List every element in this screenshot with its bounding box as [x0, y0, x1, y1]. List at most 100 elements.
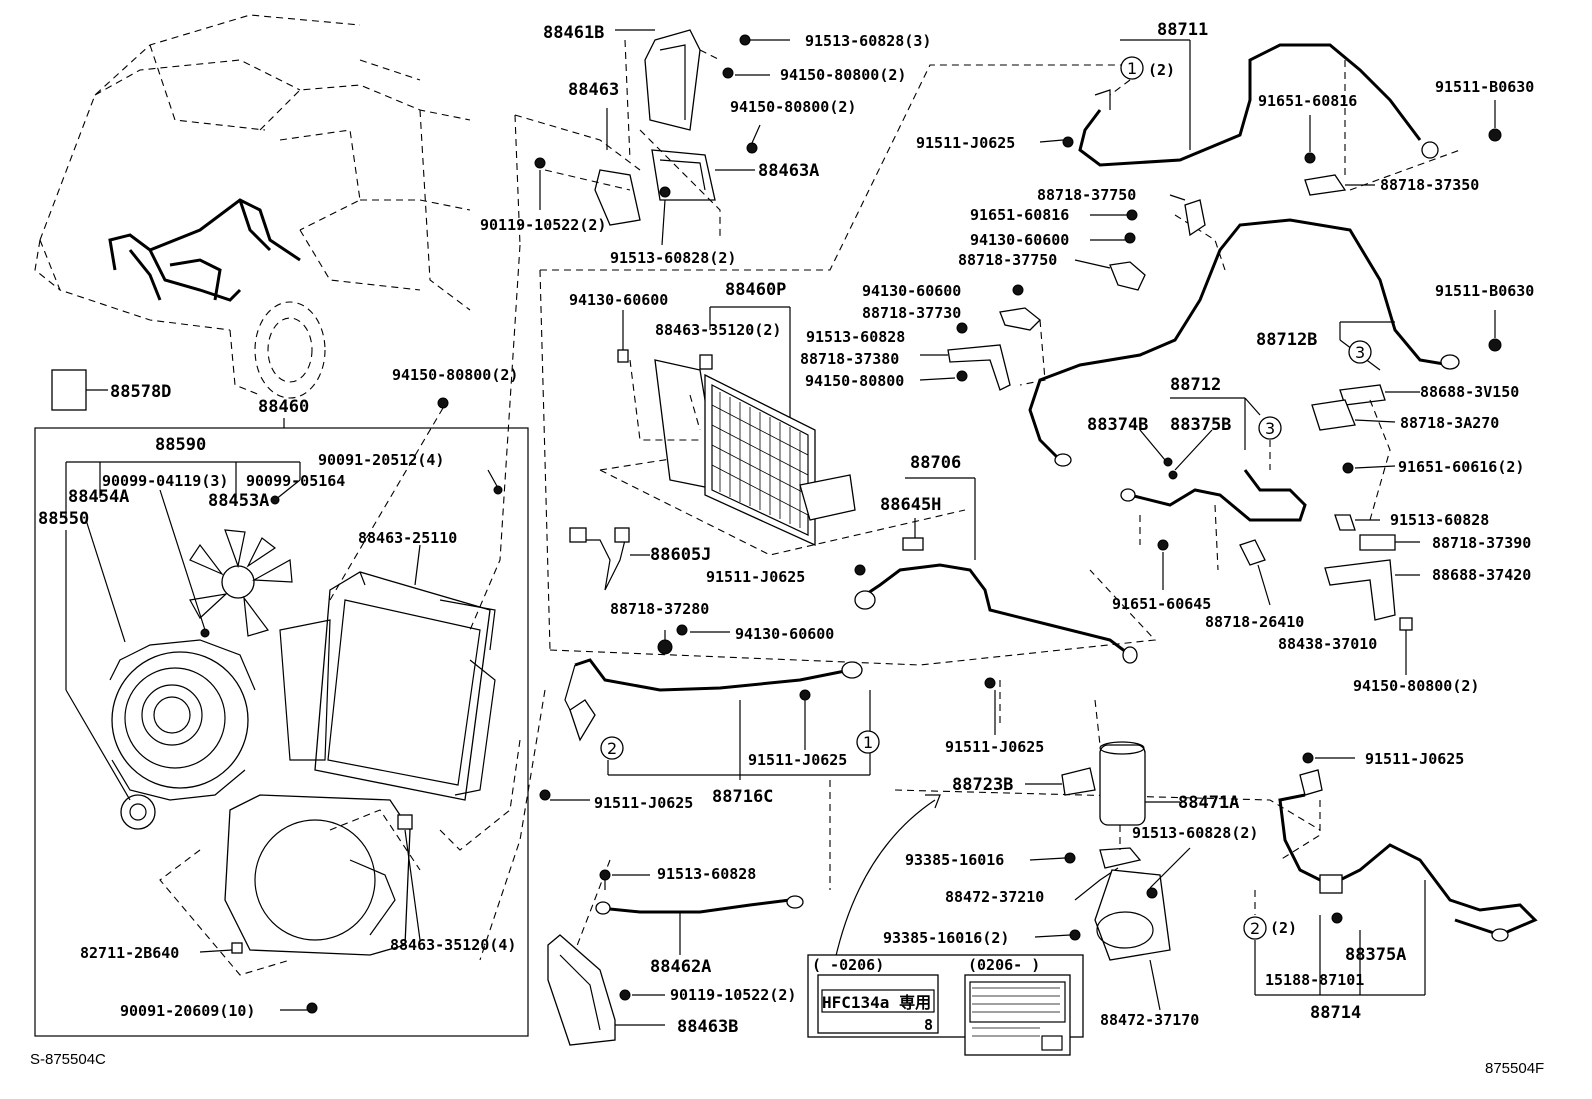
label-91511-J0625-c: 91511-J0625 [748, 751, 847, 769]
label-circle1-qty: (2) [1148, 61, 1175, 79]
label-88590: 88590 [155, 435, 206, 455]
label-94150-80800-a: 94150-80800 [805, 372, 904, 390]
label-91513-60828-c: 91513-60828 [657, 865, 756, 883]
label-91511-J0625-f: 91511-J0625 [1365, 750, 1464, 768]
top-brackets [514, 29, 790, 246]
label-88460: 88460 [258, 397, 309, 417]
fan-blade [189, 529, 293, 637]
clamp-cluster [919, 194, 1206, 391]
label-88718-37730: 88718-37730 [862, 304, 961, 322]
ref-circle-1-top: 1 [1127, 59, 1137, 78]
pipe-88716C [539, 624, 871, 801]
plate-left-range: ( -0206) [812, 956, 884, 974]
label-88578D: 88578D [110, 382, 171, 402]
ref-circle-3-upper: 3 [1355, 343, 1365, 362]
label-88461B: 88461B [543, 23, 604, 43]
receiver-dryer [834, 677, 1191, 1011]
label-94130-60600-a: 94130-60600 [970, 231, 1069, 249]
label-93385-16016-2: 93385-16016(2) [883, 929, 1009, 947]
label-91651-60816-b: 91651-60816 [970, 206, 1069, 224]
label-88463: 88463 [568, 80, 619, 100]
label-91513-60828-3: 91513-60828(3) [805, 32, 931, 50]
footer-right-code: 875504F [1485, 1060, 1544, 1077]
label-88718-3A270: 88718-3A270 [1400, 414, 1499, 432]
vehicle-sketch [34, 14, 471, 399]
label-90099-05164: 90099-05164 [246, 472, 345, 490]
label-90099-04119-3: 90099-04119(3) [102, 472, 228, 490]
label-94150-80800-2-d: 94150-80800(2) [392, 366, 518, 384]
label-91511-J0625-d: 91511-J0625 [594, 794, 693, 812]
fan-motor-shroud [109, 639, 256, 830]
label-94150-80800-2-c: 94150-80800(2) [1353, 677, 1479, 695]
fan-shroud [224, 794, 413, 956]
label-91651-60645: 91651-60645 [1112, 595, 1211, 613]
ref-circle-1-lower: 1 [863, 733, 873, 752]
label-88463A: 88463A [758, 161, 819, 181]
label-91511-J0625-b: 91511-J0625 [706, 568, 805, 586]
pipe-88711 [1039, 39, 1502, 196]
label-94130-60600-d: 94130-60600 [735, 625, 834, 643]
plate-right-range: (0206- ) [968, 956, 1040, 974]
label-88712B: 88712B [1256, 330, 1317, 350]
plate-left-number: 8 [924, 1016, 933, 1034]
label-88460P: 88460P [725, 280, 786, 300]
label-88645H: 88645H [880, 495, 941, 515]
label-88375B: 88375B [1170, 415, 1231, 435]
label-88550: 88550 [38, 509, 89, 529]
label-15188-87101: 15188-87101 [1265, 971, 1364, 989]
label-88718-37280: 88718-37280 [610, 600, 709, 618]
label-88463-25110: 88463-25110 [358, 529, 457, 547]
label-88712: 88712 [1170, 375, 1221, 395]
label-91651-60816-a: 91651-60816 [1258, 92, 1357, 110]
label-88718-37390: 88718-37390 [1432, 534, 1531, 552]
label-90119-10522-2-a: 90119-10522(2) [480, 216, 606, 234]
condenser-frame [279, 571, 496, 801]
label-88718-37380: 88718-37380 [800, 350, 899, 368]
label-88718-26410: 88718-26410 [1205, 613, 1304, 631]
label-88375A: 88375A [1345, 945, 1406, 965]
footer-left-code: S-875504C [30, 1051, 106, 1068]
plate-left-text: HFC134a 専用 [822, 993, 931, 1012]
label-88723B: 88723B [952, 775, 1013, 795]
label-88463B: 88463B [677, 1017, 738, 1037]
label-88706: 88706 [910, 453, 961, 473]
label-90119-10522-2-b: 90119-10522(2) [670, 986, 796, 1004]
condenser-88460P [617, 306, 856, 547]
part-88578D [51, 369, 108, 411]
pipe-88712 [1120, 397, 1307, 606]
label-88711: 88711 [1157, 20, 1208, 40]
label-94130-60600-b: 94130-60600 [862, 282, 961, 300]
label-circle2-qty: (2) [1270, 919, 1297, 937]
label-91511-J0625-a: 91511-J0625 [916, 134, 1015, 152]
label-93385-16016: 93385-16016 [905, 851, 1004, 869]
part-labels: 88461B 91513-60828(3) 94150-80800(2) 884… [30, 20, 1544, 1077]
label-88453A: 88453A [208, 491, 269, 511]
fan-assembly-box [34, 397, 529, 1037]
label-88374B: 88374B [1087, 415, 1148, 435]
label-91651-60616-2: 91651-60616(2) [1398, 458, 1524, 476]
label-94130-60600-c: 94130-60600 [569, 291, 668, 309]
label-91511-B0630-b: 91511-B0630 [1435, 282, 1534, 300]
pipe-88462A [547, 869, 804, 1046]
label-88688-37420: 88688-37420 [1432, 566, 1531, 584]
label-88714: 88714 [1310, 1003, 1361, 1023]
ref-circle-2-right: 2 [1250, 919, 1260, 938]
pipe-88714 [1243, 752, 1538, 996]
label-91511-J0625-e: 91511-J0625 [945, 738, 1044, 756]
pipe-88706 [854, 477, 1138, 664]
label-88718-37750-a: 88718-37750 [1037, 186, 1136, 204]
label-91513-60828-b: 91513-60828 [1390, 511, 1489, 529]
label-90091-20512-4: 90091-20512(4) [318, 451, 444, 469]
label-88462A: 88462A [650, 957, 711, 977]
label-94150-80800-2-a: 94150-80800(2) [780, 66, 906, 84]
label-88605J: 88605J [650, 545, 711, 565]
label-88716C: 88716C [712, 787, 773, 807]
label-82711-2B640: 82711-2B640 [80, 944, 179, 962]
sensor-88605J [569, 527, 650, 591]
label-88688-3V150: 88688-3V150 [1420, 383, 1519, 401]
label-88454A: 88454A [68, 487, 129, 507]
label-88718-37750-b: 88718-37750 [958, 251, 1057, 269]
label-88718-37350: 88718-37350 [1380, 176, 1479, 194]
